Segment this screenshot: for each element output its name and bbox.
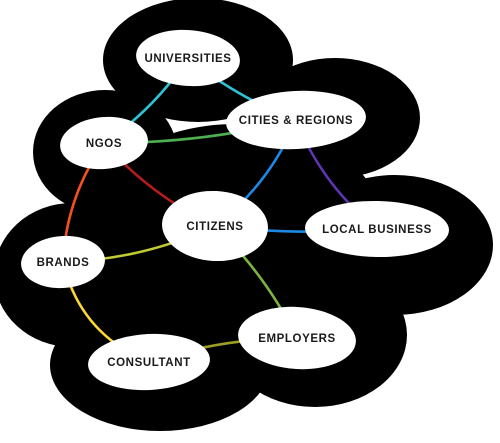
node-local: LOCAL BUSINESS <box>305 200 449 258</box>
node-group: UNIVERSITIES CITIES & REGIONS NGOS CITIZENS… <box>21 29 449 391</box>
node-label: UNIVERSITIES <box>144 53 231 65</box>
node-bubble <box>60 116 148 170</box>
node-universities: UNIVERSITIES <box>136 29 240 87</box>
node-ngos: NGOS <box>60 116 148 170</box>
node-citizens: CITIZENS <box>162 190 268 262</box>
node-label: CITIES & REGIONS <box>239 115 353 127</box>
node-label: CONSULTANT <box>107 357 191 369</box>
node-bubble <box>238 306 356 370</box>
node-bubble <box>305 200 449 258</box>
node-label: BRANDS <box>37 257 90 269</box>
node-label: LOCAL BUSINESS <box>322 224 432 236</box>
node-brands: BRANDS <box>21 235 105 289</box>
node-bubble <box>162 190 268 262</box>
node-label: EMPLOYERS <box>258 333 336 345</box>
node-cities: CITIES & REGIONS <box>226 90 366 150</box>
node-label: CITIZENS <box>186 221 243 233</box>
background-blob <box>75 237 255 347</box>
node-bubble <box>88 333 210 391</box>
node-bubble <box>136 29 240 87</box>
node-bubble <box>226 90 366 150</box>
node-consultant: CONSULTANT <box>88 333 210 391</box>
node-employers: EMPLOYERS <box>238 306 356 370</box>
node-bubble <box>21 235 105 289</box>
node-label: NGOS <box>86 138 122 150</box>
